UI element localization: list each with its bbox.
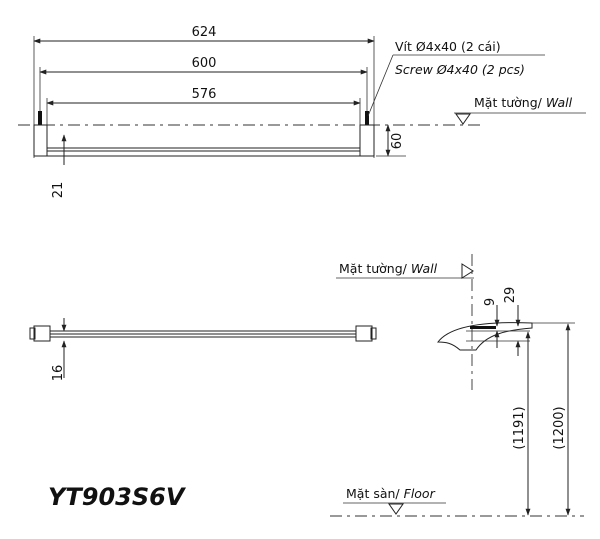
screw-note-vn: Vít Ø4x40 (2 cái)	[395, 39, 501, 54]
screw-left	[38, 111, 42, 125]
dim-1200-label: (1200)	[552, 406, 567, 449]
wall-symbol-side	[461, 263, 474, 279]
towel-bar-front	[29, 325, 377, 342]
side-view: Mặt tường/ Wall 9 29 (1191) (1200) Mặt s…	[330, 254, 584, 517]
wall-label-side: Mặt tường/ Wall	[339, 261, 438, 276]
dim-576-label: 576	[192, 87, 217, 102]
screw-side	[470, 326, 496, 329]
dim-29-label: 29	[503, 287, 518, 304]
dim-16-label: 16	[51, 365, 66, 382]
dim-624-label: 624	[192, 25, 217, 40]
floor-label: Mặt sàn/ Floor	[346, 486, 436, 501]
dim-1191-label: (1191)	[512, 406, 527, 449]
dim-600-label: 600	[192, 56, 217, 71]
dim-9-label: 9	[483, 298, 498, 306]
wall-symbol-top	[455, 113, 471, 125]
dim-21-label: 21	[51, 182, 66, 199]
floor-symbol	[388, 503, 404, 515]
screw-right	[365, 111, 369, 125]
top-view: 624 600 576 60 21 Vít Ø4x40 (2 cái) Scre…	[18, 25, 586, 198]
front-view: 16	[29, 318, 377, 382]
screw-leader	[367, 54, 394, 117]
towel-bar-top	[33, 124, 375, 157]
model-code: YT903S6V	[48, 483, 187, 511]
screw-note-en: Screw Ø4x40 (2 pcs)	[395, 62, 525, 77]
dim-60-label: 60	[390, 133, 405, 150]
wall-label-top: Mặt tường/ Wall	[474, 95, 573, 110]
